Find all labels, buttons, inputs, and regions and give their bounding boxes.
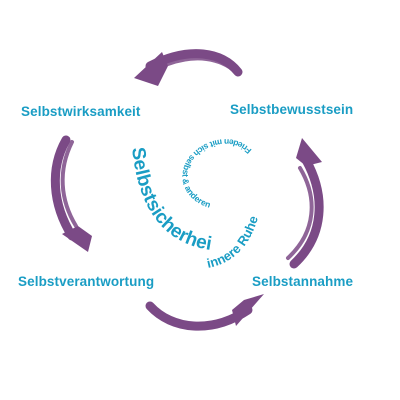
arrow-wirksamkeit-to-verantwortung: [50, 135, 92, 252]
arrow-bewusstsein-to-wirksamkeit: [134, 49, 243, 86]
spiral-outer-text: Selbstsicherheit: [0, 0, 213, 255]
arrow-verantwortung-to-annahme: [145, 294, 264, 331]
node-selbstbewusstsein: Selbstbewusstsein: [230, 102, 354, 117]
arrow-annahme-to-bewusstsein: [286, 138, 324, 269]
spiral-inner-text: Frieden mit sich selbst & anderen: [180, 137, 253, 210]
node-selbstwirksamkeit: Selbstwirksamkeit: [21, 104, 141, 119]
node-selbstannahme: Selbstannahme: [252, 274, 354, 289]
spiral-middle-text: innere Ruhe: [205, 214, 260, 271]
node-selbstverantwortung: Selbstverantwortung: [18, 274, 155, 289]
